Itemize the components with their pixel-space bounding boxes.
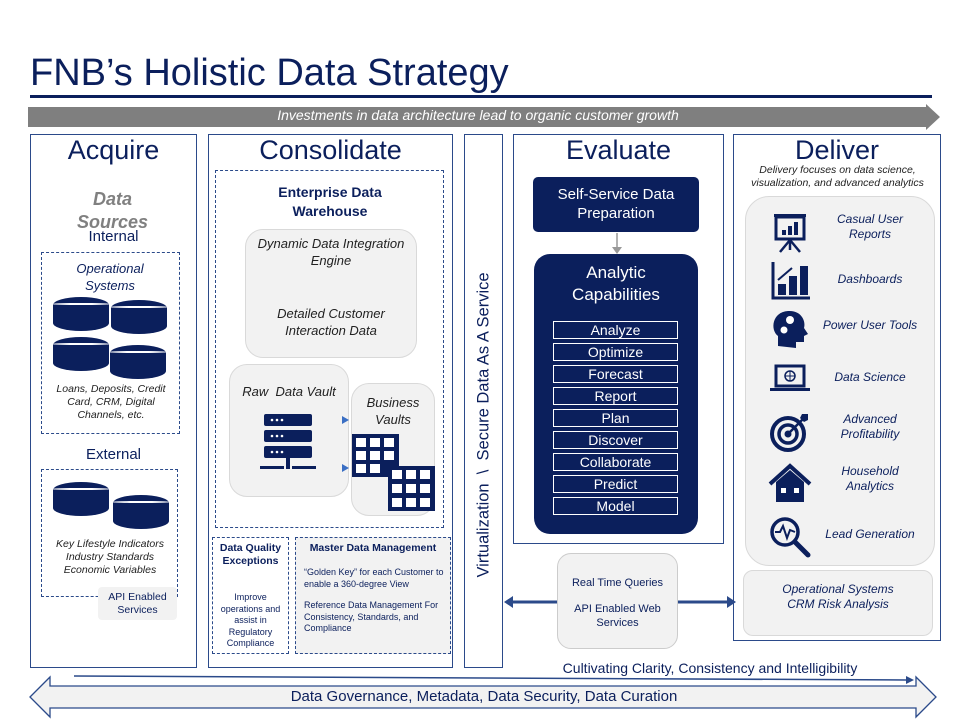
arrow-down-icon — [612, 233, 622, 254]
database-icon — [111, 300, 167, 334]
magnifier-pulse-icon — [770, 517, 811, 558]
internal-sources-box — [41, 252, 180, 434]
capability-model: Model — [552, 496, 679, 516]
deliver-item-label: Lead Generation — [825, 527, 915, 541]
deliver-item-label: Advanced Profitability — [840, 412, 900, 441]
server-icon — [260, 414, 316, 469]
operational-systems-label: Operational Systems CRM Risk Analysis — [782, 582, 894, 611]
data-quality-description: Improve operations and assist in Regulat… — [220, 592, 281, 648]
capability-plan: Plan — [552, 408, 679, 428]
page-title: FNB’s Holistic Data Strategy — [30, 52, 509, 94]
consolidate-heading: Consolidate — [259, 135, 402, 165]
virtualization-column — [464, 134, 503, 668]
capability-discover: Discover — [552, 430, 679, 450]
deliver-item-label: Casual User Reports — [836, 212, 904, 241]
acquire-column: Acquire — [30, 134, 197, 668]
raw-vault-label: Raw Data Vault — [242, 384, 336, 399]
laptop-globe-icon — [770, 364, 810, 391]
deliver-column: Deliver — [733, 134, 941, 641]
operational-systems-box — [743, 570, 933, 636]
capability-collaborate: Collaborate — [552, 452, 679, 472]
detailed-data-label: Detailed Customer Interaction Data — [277, 306, 385, 338]
realtime-box — [557, 553, 678, 649]
title-underline — [30, 95, 932, 98]
database-icon — [53, 297, 109, 331]
governance-label: Data Governance, Metadata, Data Security… — [290, 688, 678, 705]
governance-arrow — [29, 675, 937, 719]
capability-optimize: Optimize — [552, 342, 679, 362]
database-icon — [53, 337, 109, 371]
evaluate-column: Evaluate — [513, 134, 724, 544]
deliver-item-label: Dashboards — [837, 272, 903, 286]
capability-report: Report — [552, 386, 679, 406]
presentation-chart-icon — [774, 214, 806, 253]
database-icon — [110, 345, 166, 379]
tables-icon — [352, 434, 435, 511]
data-quality-box — [212, 537, 289, 654]
consolidate-column: Consolidate — [208, 134, 453, 668]
arrow-right-icon — [342, 416, 349, 424]
cultivating-label: Cultivating Clarity, Consistency and Int… — [562, 660, 858, 676]
deliver-item-label: Data Science — [834, 370, 906, 384]
analytic-capabilities-title: Analytic Capabilities — [572, 263, 660, 304]
deliver-item-label: Power User Tools — [822, 318, 918, 332]
bar-chart-icon — [771, 262, 810, 300]
database-icon — [113, 495, 169, 529]
realtime-queries: Real Time Queries — [571, 577, 664, 589]
api-enabled-services: API Enabled Services — [98, 587, 177, 620]
operational-systems-label: Operational Systems — [76, 261, 144, 293]
banner-text: Investments in data architecture lead to… — [277, 107, 679, 123]
internal-label: Internal — [88, 228, 139, 245]
virtualization-label: Virtualization \ Secure Data As A Servic… — [474, 272, 493, 578]
business-vaults-label: Business Vaults — [366, 395, 420, 427]
deliver-item-label: Household Analytics — [841, 464, 899, 493]
mdm-title: Master Data Management — [309, 542, 437, 554]
external-description: Key Lifestyle Indicators Industry Standa… — [56, 538, 164, 576]
database-icon — [53, 482, 109, 516]
integration-engine-box — [245, 229, 417, 358]
evaluate-heading: Evaluate — [565, 135, 672, 165]
data-quality-title: Data Quality Exceptions — [219, 542, 282, 567]
house-icon — [768, 463, 812, 502]
acquire-heading: Acquire — [67, 135, 160, 165]
capability-forecast: Forecast — [552, 364, 679, 384]
arrow-right-icon — [342, 464, 349, 472]
data-sources-label: Data Sources — [76, 189, 149, 232]
internal-description: Loans, Deposits, Credit Card, CRM, Digit… — [56, 383, 166, 421]
edw-box — [215, 170, 444, 528]
self-service-box: Self-Service Data Preparation — [533, 177, 699, 232]
edw-title: Enterprise Data Warehouse — [278, 184, 382, 219]
deliver-heading: Deliver — [794, 135, 880, 165]
mdm-box — [295, 537, 451, 654]
capability-predict: Predict — [552, 474, 679, 494]
capability-analyze: Analyze — [552, 320, 679, 340]
mdm-reference-data: Reference Data Management For Consistenc… — [304, 600, 439, 633]
mdm-golden-key: “Golden Key” for each Customer to enable… — [304, 567, 444, 589]
deliver-subtitle: Delivery focuses on data science, visual… — [751, 164, 924, 189]
banner-arrow — [28, 104, 940, 130]
api-web-services: API Enabled Web Services — [574, 603, 661, 629]
engine-label: Dynamic Data Integration Engine — [257, 236, 405, 268]
head-gears-icon — [773, 310, 808, 348]
target-icon — [770, 414, 808, 452]
external-label: External — [85, 446, 142, 463]
